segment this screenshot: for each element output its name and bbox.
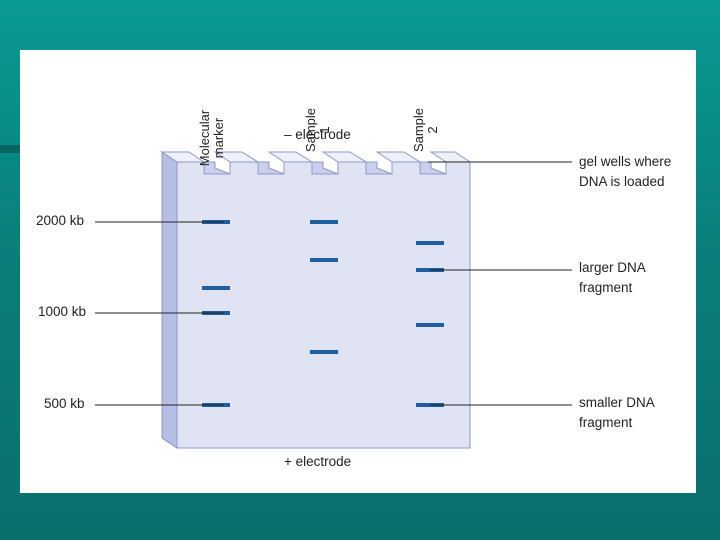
band-sample1-c <box>310 350 338 354</box>
background-stripe <box>0 145 22 153</box>
gel-wells <box>203 161 447 175</box>
positive-electrode-label: + electrode <box>284 454 352 469</box>
size-label-500: 500 kb <box>44 396 85 411</box>
gel-well-walls <box>160 151 472 163</box>
band-marker-1200 <box>202 286 230 290</box>
band-sample2-a <box>416 241 444 245</box>
size-label-1000: 1000 kb <box>38 304 87 319</box>
band-sample1-b <box>310 258 338 262</box>
size-label-2000: 2000 kb <box>36 213 85 228</box>
band-sample2-c <box>416 323 444 327</box>
band-sample1-a <box>310 220 338 224</box>
gel-electrophoresis-diagram <box>95 151 572 449</box>
negative-electrode-label: – electrode <box>284 127 351 142</box>
gel-side-face <box>161 151 178 449</box>
